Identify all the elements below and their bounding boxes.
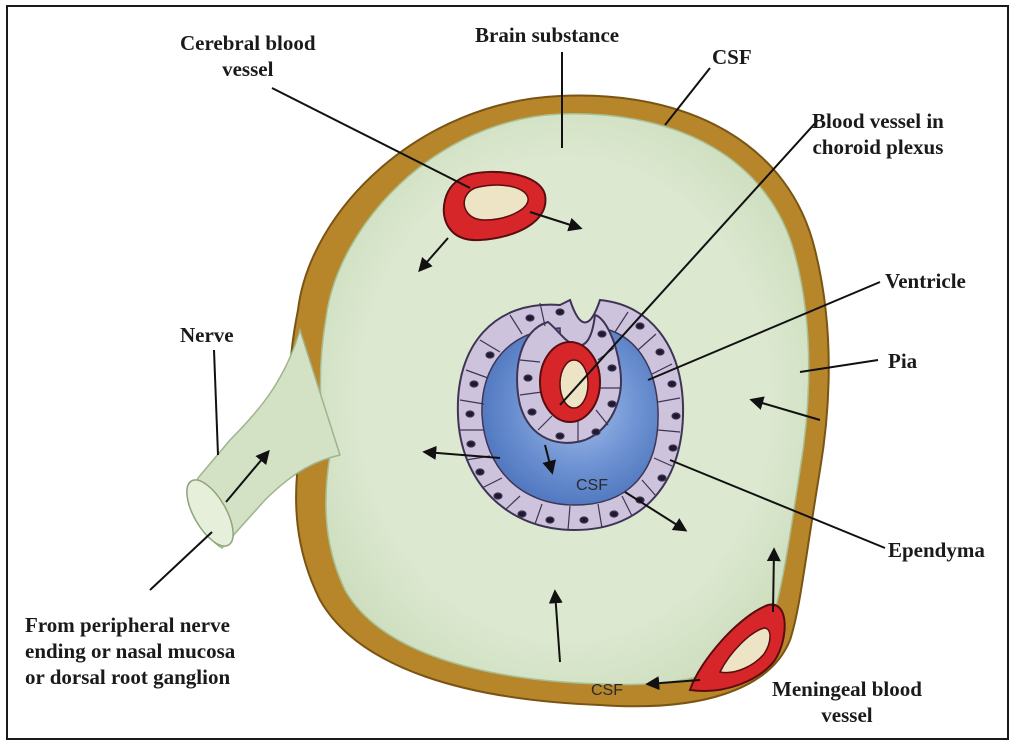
label-line: Meningeal blood bbox=[772, 676, 922, 702]
label-line: or dorsal root ganglion bbox=[25, 664, 235, 690]
label-line: vessel bbox=[180, 56, 316, 82]
leader-nerve bbox=[214, 350, 218, 455]
leader-peripheral bbox=[150, 532, 212, 590]
label-line: From peripheral nerve bbox=[25, 612, 235, 638]
label-meningeal-blood-vessel: Meningeal blood vessel bbox=[772, 676, 922, 728]
label-brain-substance: Brain substance bbox=[475, 22, 619, 48]
label-ventricle: Ventricle bbox=[885, 268, 966, 294]
csf-meningeal-label: CSF bbox=[591, 682, 623, 699]
label-peripheral-source: From peripheral nerve ending or nasal mu… bbox=[25, 612, 235, 690]
label-line: Cerebral blood bbox=[180, 30, 316, 56]
label-csf-top: CSF bbox=[712, 44, 752, 70]
flow-arrow bbox=[773, 550, 774, 612]
label-nerve: Nerve bbox=[180, 322, 234, 348]
label-line: ending or nasal mucosa bbox=[25, 638, 235, 664]
label-blood-vessel-choroid: Blood vessel in choroid plexus bbox=[812, 108, 944, 160]
label-line: Blood vessel in bbox=[812, 108, 944, 134]
csf-ventricle-label: CSF bbox=[576, 477, 608, 494]
label-ependyma: Ependyma bbox=[888, 537, 985, 563]
label-pia: Pia bbox=[888, 348, 917, 374]
choroid-plexus-blood-vessel bbox=[540, 342, 600, 422]
label-line: vessel bbox=[772, 702, 922, 728]
label-cerebral-blood-vessel: Cerebral blood vessel bbox=[180, 30, 316, 82]
label-line: choroid plexus bbox=[812, 134, 944, 160]
